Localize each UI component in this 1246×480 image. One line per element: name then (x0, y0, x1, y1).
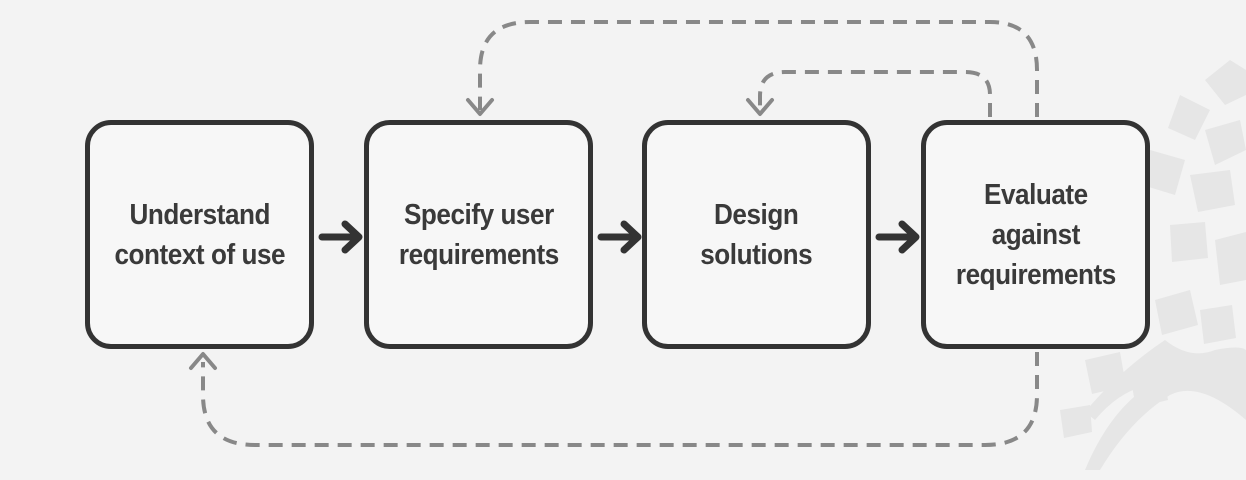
step-understand-context: Understand context of use (85, 120, 314, 349)
step-label: Specify user requirements (398, 198, 559, 271)
step-evaluate: Evaluate against requirements (921, 120, 1150, 349)
arrow-understand-to-specify (318, 220, 363, 254)
feedback-arrow-to-understand (189, 352, 1039, 447)
feedback-arrow-to-design (746, 70, 992, 117)
step-label: Evaluate against requirements (955, 178, 1116, 291)
step-specify-requirements: Specify user requirements (364, 120, 593, 349)
step-label: Understand context of use (114, 198, 285, 271)
arrow-specify-to-design (597, 220, 642, 254)
feedback-arrow-to-specify (466, 20, 1039, 117)
arrow-design-to-evaluate (875, 220, 920, 254)
step-design-solutions: Design solutions (642, 120, 871, 349)
step-label: Design solutions (700, 198, 813, 271)
